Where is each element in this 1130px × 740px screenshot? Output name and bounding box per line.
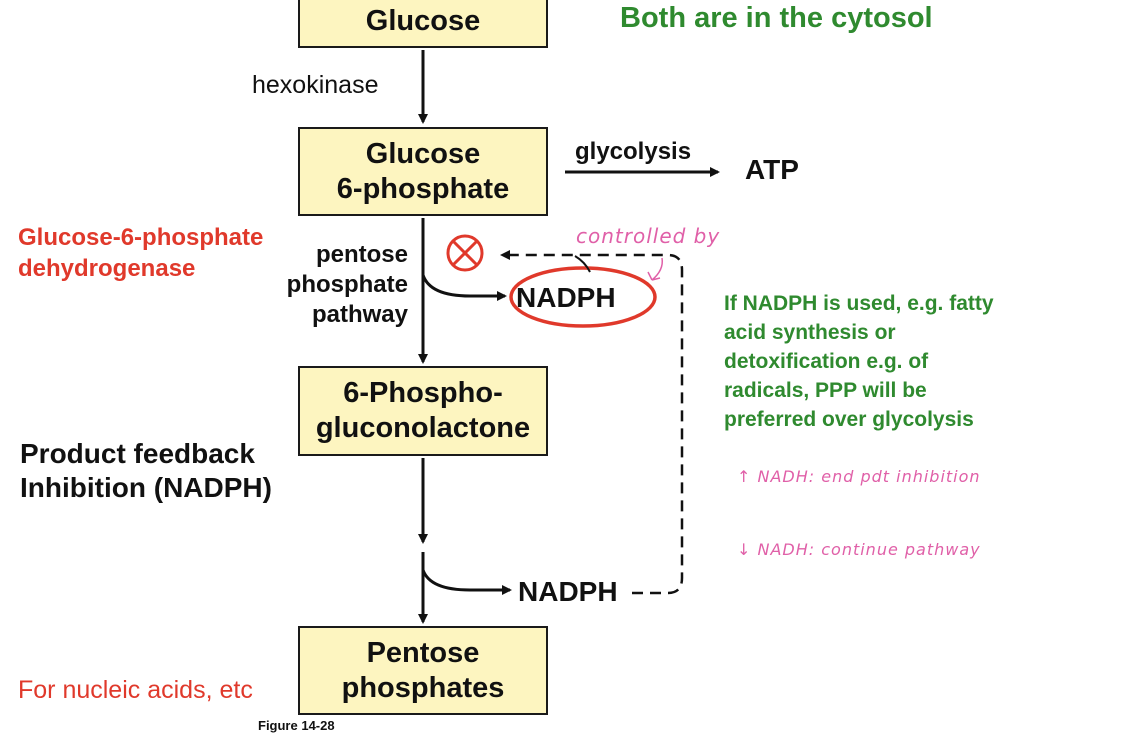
pink-arrow-right <box>647 257 664 281</box>
nadph-usage-line-4: radicals, PPP will be <box>724 379 927 402</box>
pink-arrow-left <box>574 255 591 273</box>
enzyme-label: Glucose-6-phosphate dehydrogenase <box>18 222 263 284</box>
pentose-line-1: Pentose <box>366 636 480 669</box>
high-nadh-note: ↑ NADH: end pdt inhibition <box>737 467 981 486</box>
arrow-to-nadph-2 <box>421 569 512 595</box>
glucose-box: Glucose <box>298 0 548 48</box>
pgl-line-2: gluconolactone <box>315 412 531 444</box>
figure-label: Figure 14-28 <box>258 718 335 733</box>
nucleic-acids-note: For nucleic acids, etc <box>18 676 253 704</box>
enzyme-label-line-1: Glucose-6-phosphate <box>18 224 264 251</box>
arrow-to-nadph-1 <box>421 274 507 301</box>
feedback-dashed-line <box>500 250 684 595</box>
phosphogluconolactone-box: 6-Phospho- gluconolactone <box>298 366 548 456</box>
controlled-by-note: controlled by <box>576 224 721 248</box>
glycolysis-label: glycolysis <box>575 138 692 165</box>
feedback-label-line-1: Product feedback <box>20 438 255 469</box>
pentose-line-2: phosphates <box>341 671 505 704</box>
nadph-highlight-ellipse <box>509 266 657 328</box>
pentose-phosphates-box: Pentose phosphates <box>298 626 548 715</box>
glucose-6-phosphate-box: Glucose 6-phosphate <box>298 127 548 216</box>
feedback-label-line-2: Inhibition (NADPH) <box>20 472 272 503</box>
ppp-label-line-3: pathway <box>311 301 408 328</box>
ppp-label-line-1: pentose <box>315 241 408 268</box>
nadph-usage-line-1: If NADPH is used, e.g. fatty <box>724 292 994 315</box>
nadph-usage-note: If NADPH is used, e.g. fatty acid synthe… <box>724 289 994 434</box>
hexokinase-label: hexokinase <box>252 71 379 99</box>
atp-label: ATP <box>745 154 799 185</box>
nadph-label-1: NADPH <box>516 282 616 313</box>
pentose-pathway-label: pentose phosphate pathway <box>286 240 408 330</box>
enzyme-label-line-2: dehydrogenase <box>18 255 196 282</box>
cytosol-note: Both are in the cytosol <box>620 2 933 34</box>
nadph-usage-line-3: detoxification e.g. of <box>724 350 929 373</box>
ppp-label-line-2: phosphate <box>286 271 408 298</box>
inhibition-icon <box>446 234 484 272</box>
nadph-label-2: NADPH <box>518 576 618 607</box>
g6p-line-1: Glucose <box>365 137 481 170</box>
feedback-label: Product feedback Inhibition (NADPH) <box>20 437 272 505</box>
nadph-usage-line-5: preferred over glycolysis <box>724 408 974 431</box>
low-nadh-note: ↓ NADH: continue pathway <box>737 540 981 559</box>
g6p-line-2: 6-phosphate <box>336 172 510 205</box>
pgl-line-1: 6-Phospho- <box>343 377 503 409</box>
nadph-usage-line-2: acid synthesis or <box>724 321 896 344</box>
glucose-box-line: Glucose <box>365 4 481 37</box>
